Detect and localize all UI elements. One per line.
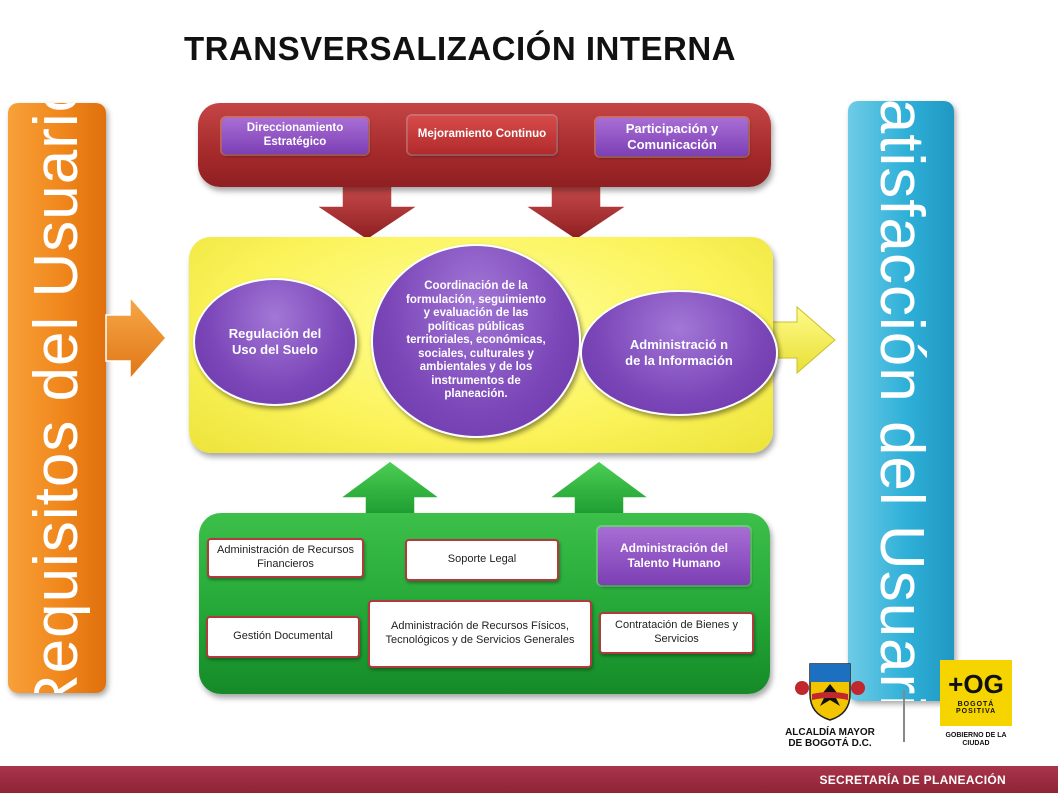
- bogota-positiva-text: BOGOTÁ POSITIVA: [956, 701, 997, 715]
- footer-band: SECRETARÍA DE PLANEACIÓN: [0, 766, 1058, 793]
- down-arrow-left: [313, 184, 421, 241]
- up-arrow-left: [337, 460, 443, 519]
- up-arrow-right: [546, 460, 652, 519]
- land-use-regulation-label: Regulación del Uso del Suelo: [228, 325, 322, 357]
- output-arrow: [771, 305, 836, 375]
- strategic-direction-box: Direccionamiento Estratégico: [222, 118, 368, 154]
- input-arrow: [105, 295, 167, 381]
- bogota-positiva-mark: +OG BOGOTÁ POSITIVA: [940, 660, 1012, 726]
- page-title: TRANSVERSALIZACIÓN INTERNA: [183, 30, 736, 67]
- user-satisfaction-bar: Satisfacción del Usuario: [848, 101, 954, 701]
- information-management-ellipse: Administració n de la Información: [580, 290, 778, 416]
- information-management-label: Administració n de la Información: [625, 336, 733, 368]
- bogota-positiva-mark-text: +OG: [948, 669, 1004, 699]
- legal-support-box: Soporte Legal: [405, 539, 559, 581]
- logo-divider: [903, 690, 905, 742]
- land-use-regulation-ellipse: Regulación del Uso del Suelo: [193, 278, 357, 406]
- alcaldia-logo-text: ALCALDÍA MAYOR DE BOGOTÁ D.C.: [785, 727, 875, 749]
- physical-resources-box: Administración de Recursos Físicos, Tecn…: [368, 600, 592, 668]
- footer-label: SECRETARÍA DE PLANEACIÓN: [819, 773, 1006, 787]
- policy-coordination-label: Coordinación de la formulación, seguimie…: [406, 279, 546, 401]
- coat-of-arms-icon: [795, 663, 865, 721]
- contracting-box: Contratación de Bienes y Servicios: [599, 612, 754, 654]
- bogota-positiva-subtext: GOBIERNO DE LA CIUDAD: [945, 732, 1007, 747]
- participation-communication-box: Participación y Comunicación: [596, 118, 748, 156]
- bogota-positiva-logo: +OG BOGOTÁ POSITIVA GOBIERNO DE LA CIUDA…: [940, 660, 1012, 750]
- alcaldia-logo: ALCALDÍA MAYOR DE BOGOTÁ D.C.: [782, 660, 878, 750]
- continuous-improvement-box: Mejoramiento Continuo: [408, 116, 556, 154]
- down-arrow-right: [522, 184, 630, 241]
- financial-resources-box: Administración de Recursos Financieros: [207, 538, 364, 578]
- policy-coordination-ellipse: Coordinación de la formulación, seguimie…: [371, 244, 581, 438]
- document-management-box: Gestión Documental: [206, 616, 360, 658]
- human-talent-box: Administración del Talento Humano: [598, 527, 750, 585]
- user-requirements-bar: Requisitos del Usuario: [8, 103, 106, 693]
